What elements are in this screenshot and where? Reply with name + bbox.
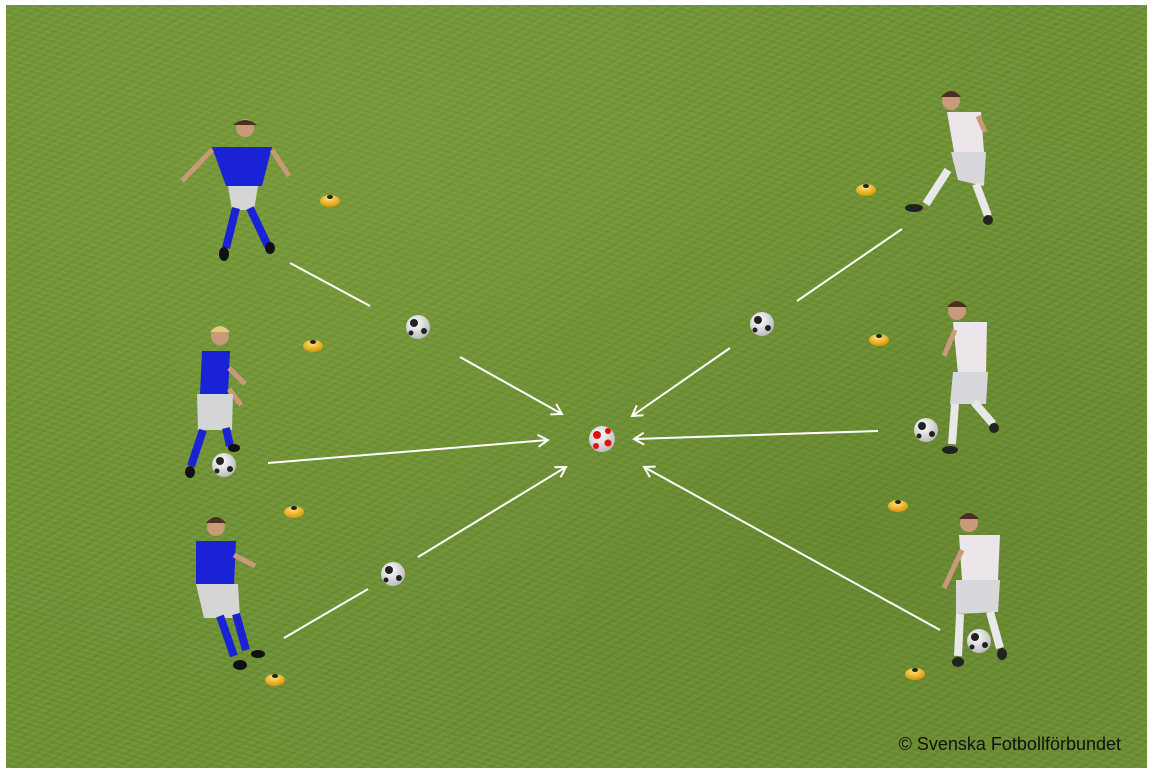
- player-blue: [180, 119, 292, 261]
- player-white: [905, 91, 993, 225]
- cone-icon: [888, 500, 908, 512]
- pass-arrows: [267, 228, 941, 639]
- player-white: [941, 301, 999, 454]
- cone-icon: [320, 195, 340, 207]
- football-icon: [381, 562, 405, 586]
- arrow: [642, 465, 941, 631]
- arrow-line: [289, 262, 371, 307]
- player-blue: [185, 326, 247, 478]
- cone-icon: [284, 506, 304, 518]
- cone-icon: [869, 334, 889, 346]
- football-icon: [406, 315, 430, 339]
- arrow: [459, 356, 564, 416]
- football-icon: [967, 629, 991, 653]
- arrow: [267, 433, 550, 464]
- cone-icon: [265, 674, 285, 686]
- football-icon: [914, 418, 938, 442]
- cone-icon: [905, 668, 925, 680]
- football-icon: [750, 312, 774, 336]
- cone-icon: [303, 340, 323, 352]
- player-white: [941, 513, 1007, 667]
- cones: [265, 184, 925, 686]
- copyright-credit: © Svenska Fotbollförbundet: [898, 734, 1121, 754]
- arrow: [632, 430, 879, 446]
- cone-icon: [856, 184, 876, 196]
- football-icon: [212, 453, 236, 477]
- player-blue: [196, 517, 265, 670]
- arrow: [417, 465, 568, 558]
- arrow: [630, 347, 731, 418]
- center-ball-icon: [589, 426, 615, 452]
- arrow-line: [283, 588, 369, 639]
- arrow-line: [796, 228, 903, 302]
- balls: [212, 312, 991, 653]
